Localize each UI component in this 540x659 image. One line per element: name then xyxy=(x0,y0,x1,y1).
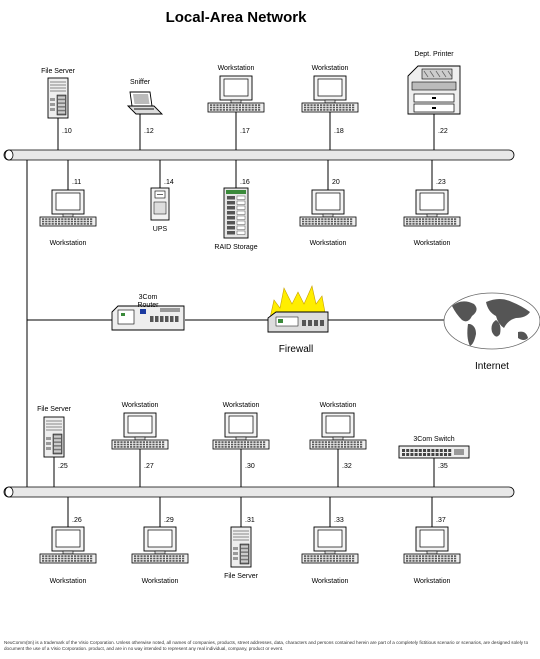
lower_top_row-label-3: Workstation xyxy=(223,402,260,409)
lower_top_row-address-5: .35 xyxy=(438,463,448,470)
top_row-label-2: Sniffer xyxy=(130,79,151,86)
lower_bottom_row-label-1: Workstation xyxy=(50,578,87,585)
upper_bottom_row-address-2: .14 xyxy=(164,179,174,186)
lower_top_row-device-4-workstation-icon xyxy=(309,412,367,450)
lower_bottom_row-device-5-workstation-icon xyxy=(403,526,461,564)
router-label-line1: 3Com xyxy=(139,294,158,301)
top_row-device-5-printer-icon xyxy=(407,65,461,115)
lower_bottom_row-label-2: Workstation xyxy=(142,578,179,585)
top_row-address-5: .22 xyxy=(438,128,448,135)
lower_bottom_row-address-3: .31 xyxy=(245,517,255,524)
top_row-address-4: .18 xyxy=(334,128,344,135)
lower_top_row-device-3-workstation-icon xyxy=(212,412,270,450)
top_row-label-4: Workstation xyxy=(312,65,349,72)
internet-label: Internet xyxy=(475,361,509,372)
lower_top_row-label-4: Workstation xyxy=(320,402,357,409)
upper_bottom_row-device-1-workstation-icon xyxy=(39,189,97,227)
upper_bottom_row-label-1: Workstation xyxy=(50,240,87,247)
diagram-title: Local-Area Network xyxy=(166,9,308,26)
lower_top_row-address-4: .32 xyxy=(342,463,352,470)
lower_top_row-label-5: 3Com Switch xyxy=(413,436,454,443)
upper_bottom_row-address-5: .23 xyxy=(436,179,446,186)
upper_bottom_row-device-2-ups-icon xyxy=(150,187,170,221)
upper_bottom_row-address-1: .11 xyxy=(72,179,81,186)
internet-globe-icon xyxy=(443,292,540,350)
upper_bottom_row-label-3: RAID Storage xyxy=(214,244,257,251)
network-buses xyxy=(3,149,515,498)
upper_bottom_row-device-5-workstation-icon xyxy=(403,189,461,227)
upper_bottom_row-label-2: UPS xyxy=(153,226,168,233)
upper_bottom_row-device-4-workstation-icon xyxy=(299,189,357,227)
upper_bottom_row-label-5: Workstation xyxy=(414,240,451,247)
lower_bottom_row-address-2: .29 xyxy=(164,517,174,524)
connections xyxy=(26,112,444,527)
top_row-label-1: File Server xyxy=(41,68,76,75)
lower_bottom_row-label-3: File Server xyxy=(224,573,259,580)
top_row-device-3-workstation-icon xyxy=(207,75,265,113)
upper_bottom_row-label-4: Workstation xyxy=(310,240,347,247)
lower_top_row-device-2-workstation-icon xyxy=(111,412,169,450)
lower_bottom_row-address-1: .26 xyxy=(72,517,82,524)
lower_top_row-address-3: .30 xyxy=(245,463,255,470)
router-label-line2: Router xyxy=(137,302,159,309)
bus-upper xyxy=(3,149,515,161)
lower_top_row-device-5-switch-icon xyxy=(398,445,470,459)
top_row-address-2: .12 xyxy=(144,128,154,135)
lower_bottom_row-label-4: Workstation xyxy=(312,578,349,585)
bus-lower xyxy=(3,486,515,498)
footer-disclaimer: NeuComm(tm) is a trademark of the Visio … xyxy=(4,640,529,651)
lower_bottom_row-address-5: .37 xyxy=(436,517,446,524)
lower_bottom_row-device-2-workstation-icon xyxy=(131,526,189,564)
upper_bottom_row-device-3-raid-icon xyxy=(223,187,249,239)
lower_bottom_row-device-3-server-icon xyxy=(230,526,252,568)
devices: File Server.10Sniffer.12Workstation.17Wo… xyxy=(37,51,470,585)
lower_top_row-label-1: File Server xyxy=(37,406,72,413)
top_row-device-1-server-icon xyxy=(47,77,69,119)
lower_top_row-address-1: .25 xyxy=(58,463,68,470)
top_row-address-1: .10 xyxy=(62,128,72,135)
top_row-label-5: Dept. Printer xyxy=(414,51,454,58)
top_row-device-2-laptop-icon xyxy=(126,91,164,115)
firewall-label: Firewall xyxy=(279,344,313,355)
top_row-address-3: .17 xyxy=(240,128,250,135)
lower_bottom_row-address-4: .33 xyxy=(334,517,344,524)
upper_bottom_row-address-3: .16 xyxy=(240,179,250,186)
firewall-icon xyxy=(267,285,329,333)
lower_top_row-label-2: Workstation xyxy=(122,402,159,409)
upper_bottom_row-address-4: 20 xyxy=(332,179,340,186)
lower_bottom_row-device-4-workstation-icon xyxy=(301,526,359,564)
top_row-device-4-workstation-icon xyxy=(301,75,359,113)
top_row-label-3: Workstation xyxy=(218,65,255,72)
lower_bottom_row-label-5: Workstation xyxy=(414,578,451,585)
lower_top_row-address-2: .27 xyxy=(144,463,154,470)
lower_top_row-device-1-server-icon xyxy=(43,416,65,458)
router-icon xyxy=(111,305,185,331)
lower_bottom_row-device-1-workstation-icon xyxy=(39,526,97,564)
